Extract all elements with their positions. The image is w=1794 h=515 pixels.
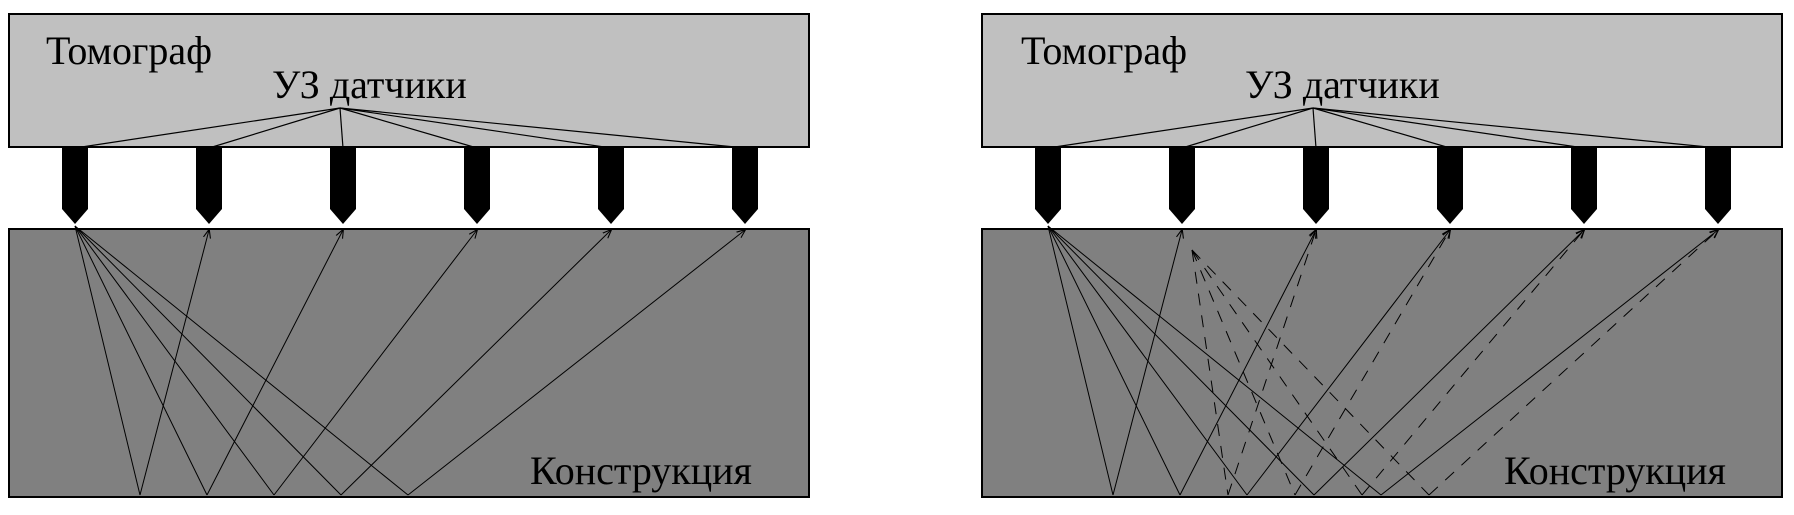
reflected-ray	[1246, 230, 1450, 496]
ultrasonic-sensor	[62, 148, 88, 224]
sensor-wire	[1047, 107, 1314, 149]
reflected-ray	[1112, 230, 1182, 496]
tomograph-label: Томограф	[1021, 28, 1187, 73]
sensor-wire	[1312, 107, 1719, 149]
emitted-ray	[1047, 225, 1181, 496]
ray-paths	[1047, 225, 1718, 496]
reflected-ray	[206, 230, 343, 496]
ultrasonic-sensor	[1437, 148, 1463, 224]
sensor-wire	[1181, 107, 1314, 149]
sensor-wire	[339, 107, 344, 149]
dashed-reflected-ray	[1294, 230, 1450, 496]
dashed-emitted-ray	[1191, 249, 1229, 496]
sensor-wire	[339, 107, 612, 149]
emitted-ray	[1047, 225, 1114, 496]
emitted-ray	[74, 225, 409, 496]
sensor-wire	[74, 107, 341, 149]
reflected-ray	[1380, 230, 1718, 496]
structure-label: Конструкция	[1504, 448, 1726, 493]
reflected-ray	[273, 230, 477, 496]
ultrasonic-sensor	[1705, 148, 1731, 224]
ultrasonic-sensors	[62, 148, 758, 224]
reflected-ray	[407, 230, 745, 496]
ultrasonic-sensor	[598, 148, 624, 224]
sensors-label: УЗ датчики	[1245, 62, 1440, 107]
sensor-wire	[339, 107, 746, 149]
emitted-ray	[74, 225, 275, 496]
dashed-emitted-ray	[1191, 249, 1296, 496]
sensor-wire	[1312, 107, 1451, 149]
sensor-wire	[208, 107, 341, 149]
ultrasonic-sensor	[196, 148, 222, 224]
tomograph-label: Томограф	[46, 28, 212, 73]
sensor-wire	[1312, 107, 1317, 149]
reflected-ray	[139, 230, 209, 496]
emitted-ray	[74, 225, 342, 496]
emitted-ray	[74, 225, 141, 496]
sensor-wires	[1047, 107, 1719, 149]
reflected-ray	[340, 230, 611, 496]
structure-label: Конструкция	[530, 448, 752, 493]
reflected-ray	[1313, 230, 1584, 496]
emitted-ray	[1047, 225, 1248, 496]
dashed-reflected-ray	[1361, 230, 1584, 496]
tomograph-box	[8, 13, 810, 148]
sensor-wires	[74, 107, 746, 149]
sensors-label: УЗ датчики	[272, 62, 467, 107]
reflected-ray	[1179, 230, 1316, 496]
ultrasonic-sensors	[1035, 148, 1731, 224]
emitted-ray	[74, 225, 208, 496]
tomograph-box	[981, 13, 1783, 148]
emitted-ray	[1047, 225, 1315, 496]
ultrasonic-sensor	[732, 148, 758, 224]
sensor-wire	[1312, 107, 1585, 149]
ultrasonic-sensor	[1303, 148, 1329, 224]
dashed-emitted-ray	[1191, 249, 1363, 496]
panel-right: Томограф УЗ датчики Конструкция	[981, 13, 1783, 498]
panel-left: Томограф УЗ датчики Конструкция	[8, 13, 810, 498]
ultrasonic-sensor	[1169, 148, 1195, 224]
ultrasonic-sensor	[464, 148, 490, 224]
ultrasonic-sensor	[1571, 148, 1597, 224]
ultrasonic-sensor	[330, 148, 356, 224]
dashed-reflected-ray	[1227, 230, 1316, 496]
emitted-ray	[1047, 225, 1382, 496]
ray-paths	[74, 225, 745, 496]
ultrasonic-sensor	[1035, 148, 1061, 224]
sensor-wire	[339, 107, 478, 149]
